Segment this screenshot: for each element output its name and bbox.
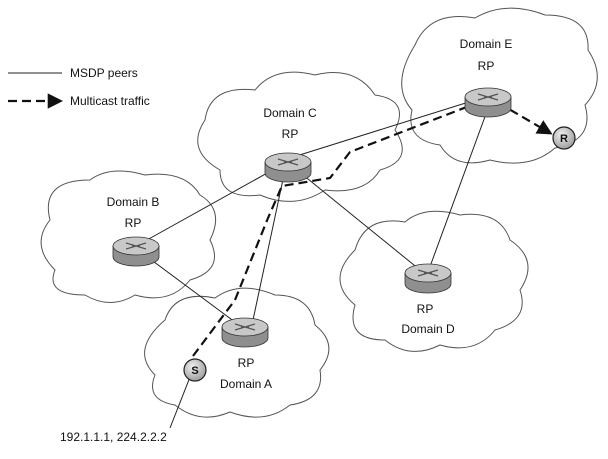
legend-msdp-label: MSDP peers	[70, 66, 138, 80]
peer-link-b-a	[137, 249, 244, 329]
domain-c-name: Domain C	[263, 106, 317, 120]
router-rp-d[interactable]	[404, 263, 452, 294]
router-rp-c[interactable]	[264, 152, 312, 183]
host-address-pointer	[169, 371, 193, 429]
domain-d-rp: RP	[417, 302, 434, 316]
host-source-label: S	[191, 365, 198, 377]
peer-link-d-e	[427, 102, 491, 273]
router-rp-a[interactable]	[221, 317, 269, 348]
domain-a-rp: RP	[238, 356, 255, 370]
router-rp-e[interactable]	[464, 87, 512, 118]
host-source[interactable]: S	[183, 358, 207, 382]
host-receiver-label: R	[560, 133, 568, 145]
domain-a-name: Domain A	[220, 377, 272, 391]
domain-e-rp: RP	[478, 59, 495, 73]
legend: MSDP peers Multicast traffic	[8, 66, 150, 109]
domain-e-name: Domain E	[460, 37, 513, 51]
domain-b-name: Domain B	[107, 195, 160, 209]
legend-multicast-label: Multicast traffic	[70, 94, 150, 108]
domain-c-rp: RP	[282, 127, 299, 141]
source-address-label: 192.1.1.1, 224.2.2.2	[60, 430, 167, 444]
domain-d-name: Domain D	[401, 322, 455, 336]
domain-b-rp: RP	[125, 216, 142, 230]
peer-link-c-e	[289, 95, 489, 159]
msdp-peer-links	[137, 95, 491, 429]
cloud-domain-b	[40, 170, 217, 303]
router-rp-b[interactable]	[112, 236, 160, 267]
peer-link-a-c	[252, 169, 286, 321]
peer-link-b-c	[137, 161, 288, 246]
peer-link-c-d	[291, 165, 426, 275]
cloud-domain-c	[197, 71, 403, 202]
host-receiver[interactable]: R	[552, 126, 576, 150]
cloud-domain-a	[144, 287, 330, 418]
